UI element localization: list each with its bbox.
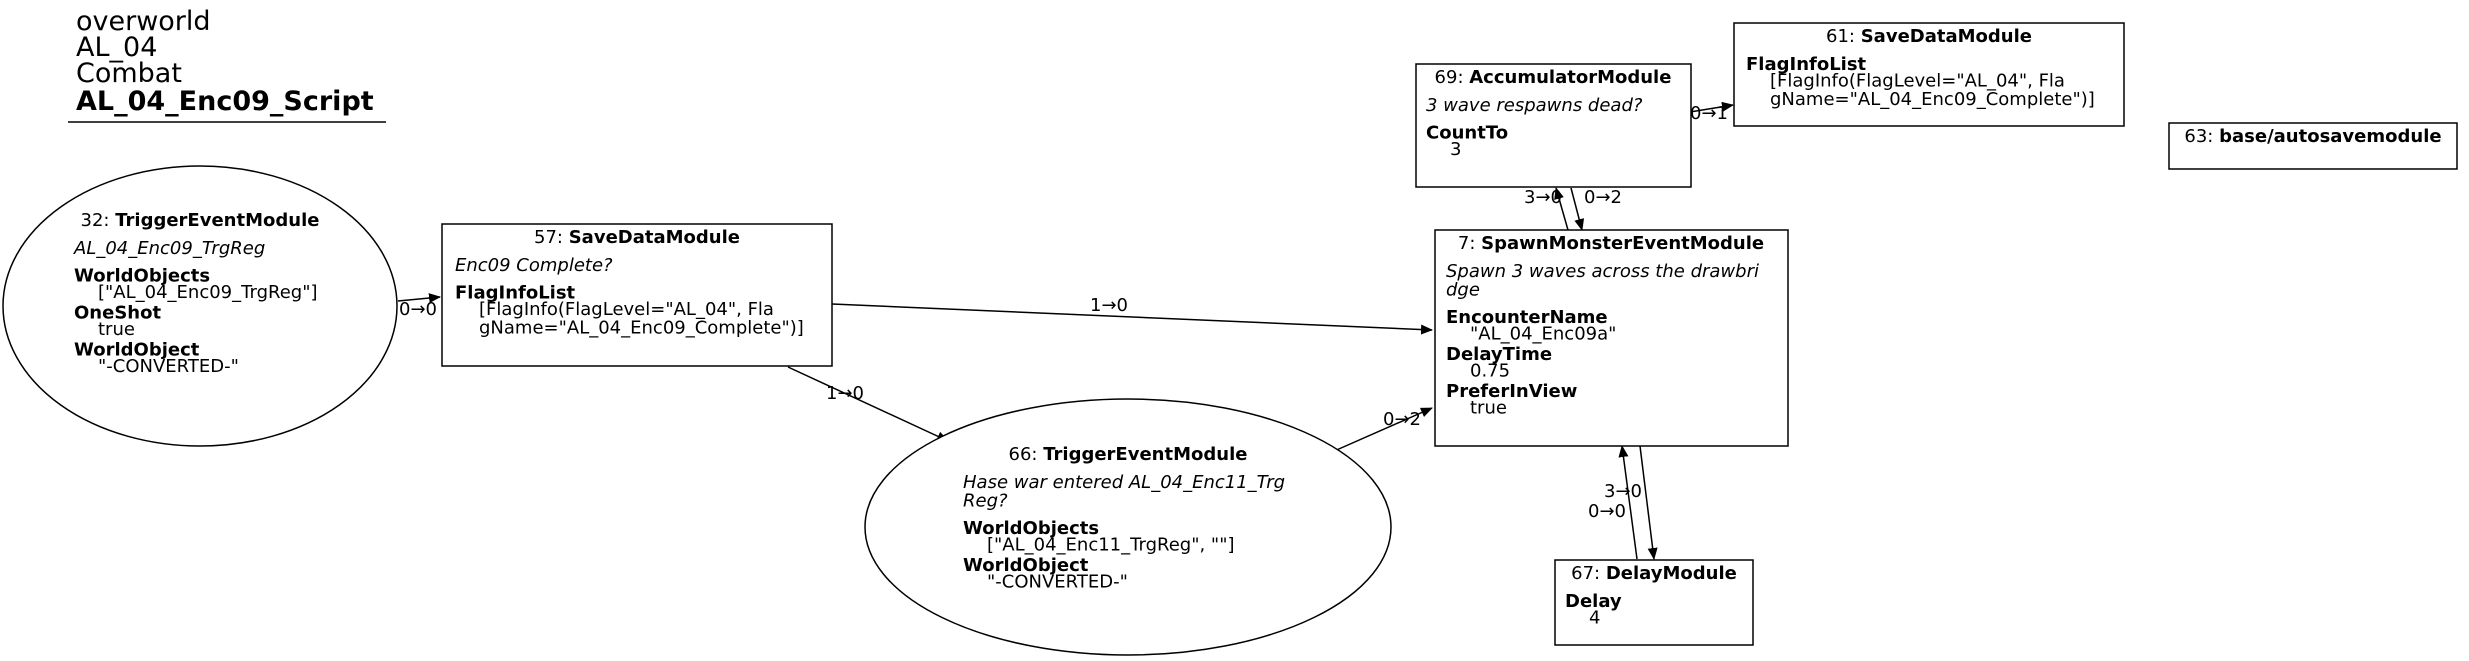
node-66-comment: Hase war entered AL_04_Enc11_Trg xyxy=(963,472,1285,493)
node-7-prop-value: 0.75 xyxy=(1470,361,1510,382)
edge-69-61 xyxy=(1689,101,1734,113)
node-57-prop-key: FlagInfoList xyxy=(455,283,576,304)
node-69-title: 69: AccumulatorModule xyxy=(1435,67,1672,88)
node-32-comment: AL_04_Enc09_TrgReg xyxy=(73,238,265,259)
node-57-box xyxy=(441,223,833,367)
node-32-title: 32: TriggerEventModule xyxy=(81,210,320,231)
node-66-comment: Reg? xyxy=(963,490,1008,511)
node-7-title: 7: SpawnMonsterEventModule xyxy=(1458,233,1764,254)
edge-label-57-7: 1→0 xyxy=(1090,295,1128,316)
edge-label-66-7: 0→2 xyxy=(1383,409,1421,430)
node-69-prop-key: CountTo xyxy=(1426,123,1508,144)
header-line-level-group: overworld xyxy=(76,6,211,37)
graph-header: overworld AL_04 Combat AL_04_Enc09_Scrip… xyxy=(68,6,386,123)
edge-69-7 xyxy=(1570,187,1585,231)
node-66-prop-value: ["AL_04_Enc11_TrgReg", ""] xyxy=(987,535,1235,556)
node-7-prop-key: DelayTime xyxy=(1446,344,1552,365)
header-line-level: AL_04 xyxy=(76,32,157,63)
node-69-comment: 3 wave respawns dead? xyxy=(1426,95,1643,116)
edge-7-69 xyxy=(1554,187,1569,231)
node-61-prop-value: [FlagInfo(FlagLevel="AL_04", Fla xyxy=(1770,70,2065,91)
node-57-prop-value: [FlagInfo(FlagLevel="AL_04", Fla xyxy=(479,299,774,320)
node-67-title: 67: DelayModule xyxy=(1571,563,1737,584)
edge-label-69-7: 0→2 xyxy=(1584,187,1622,208)
node-67-prop-value: 4 xyxy=(1589,607,1600,628)
nodes: 32: TriggerEventModuleAL_04_Enc09_TrgReg… xyxy=(2,22,2458,656)
node-67-prop-key: Delay xyxy=(1565,591,1622,612)
node-32-prop-value: "-CONVERTED-" xyxy=(98,356,239,377)
edge-7-67 xyxy=(1639,445,1658,560)
node-66-prop-key: WorldObject xyxy=(963,555,1089,576)
node-32-prop-key: WorldObject xyxy=(74,340,200,361)
edge-label-7-69: 3→0 xyxy=(1524,187,1562,208)
node-61-box xyxy=(1733,22,2125,127)
node-32-prop-key: WorldObjects xyxy=(74,266,210,287)
node-63: 63: base/autosavemodule xyxy=(2168,122,2458,170)
edge-66-7 xyxy=(1331,407,1433,453)
node-57-prop-value: gName="AL_04_Enc09_Complete")] xyxy=(479,318,804,339)
node-61-prop-value: gName="AL_04_Enc09_Complete")] xyxy=(1770,89,2095,110)
node-57-title: 57: SaveDataModule xyxy=(534,227,740,248)
edges: 0→0 1→0 1→0 0→2 3→0 0→2 0→1 3→0 0→0 xyxy=(397,101,1734,560)
node-57-comment: Enc09 Complete? xyxy=(455,255,613,276)
node-7-box xyxy=(1434,229,1789,447)
node-7-comment: dge xyxy=(1446,279,1480,300)
edge-label-7-67: 3→0 xyxy=(1604,481,1642,502)
node-7-comment: Spawn 3 waves across the drawbri xyxy=(1446,261,1759,282)
edge-label-32-57: 0→0 xyxy=(399,299,437,320)
edge-32-57 xyxy=(397,293,441,304)
node-66-prop-value: "-CONVERTED-" xyxy=(987,572,1128,593)
node-32-ellipse xyxy=(2,165,398,447)
node-7-prop-value: true xyxy=(1470,398,1507,419)
script-name: AL_04_Enc09_Script xyxy=(76,86,374,117)
edge-label-57-66: 1→0 xyxy=(826,383,864,404)
node-61-prop-key: FlagInfoList xyxy=(1746,54,1867,75)
node-67-box xyxy=(1554,559,1754,646)
node-32: 32: TriggerEventModuleAL_04_Enc09_TrgReg… xyxy=(2,165,398,447)
node-32-prop-key: OneShot xyxy=(74,303,161,324)
node-66-ellipse xyxy=(864,398,1392,656)
edge-67-7 xyxy=(1618,445,1638,560)
node-63-title: 63: base/autosavemodule xyxy=(2184,126,2441,147)
node-7-prop-value: "AL_04_Enc09a" xyxy=(1470,324,1616,345)
node-66-title: 66: TriggerEventModule xyxy=(1009,444,1248,465)
edge-label-67-7: 0→0 xyxy=(1588,501,1626,522)
node-32-prop-value: ["AL_04_Enc09_TrgReg"] xyxy=(98,282,318,303)
node-69: 69: AccumulatorModule 3 wave respawns dea… xyxy=(1415,63,1692,188)
edge-label-69-61: 0→1 xyxy=(1690,103,1728,124)
node-61: 61: SaveDataModuleFlagInfoList[FlagInfo(… xyxy=(1733,22,2125,127)
node-32-prop-value: true xyxy=(98,319,135,340)
node-69-box xyxy=(1415,63,1692,188)
edge-57-7 xyxy=(831,303,1433,335)
node-7-prop-key: PreferInView xyxy=(1446,381,1577,402)
node-63-box xyxy=(2168,122,2458,170)
node-61-title: 61: SaveDataModule xyxy=(1826,26,2032,47)
node-69-prop-value: 3 xyxy=(1450,139,1461,160)
node-7-prop-key: EncounterName xyxy=(1446,307,1608,328)
edge-57-66 xyxy=(787,366,949,442)
node-66-prop-key: WorldObjects xyxy=(963,518,1099,539)
header-line-category: Combat xyxy=(76,58,182,89)
